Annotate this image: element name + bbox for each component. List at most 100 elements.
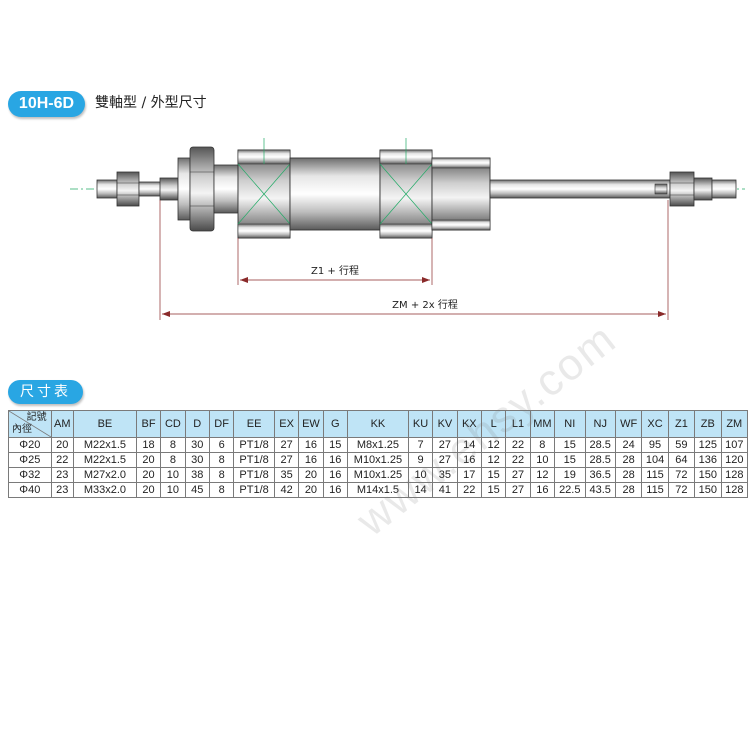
- table-cell: M22x1.5: [72, 452, 137, 468]
- table-cell: 10: [160, 482, 186, 498]
- table-cell: 24: [614, 437, 643, 453]
- column-header: BE: [72, 410, 137, 438]
- right-nut: [669, 171, 695, 207]
- table-cell: 18: [135, 437, 162, 453]
- table-cell: 107: [720, 437, 749, 453]
- table-cell: 15: [554, 452, 586, 468]
- table-cell: 16: [322, 452, 348, 468]
- table-cell: 28: [614, 452, 643, 468]
- table-cell: 150: [694, 467, 722, 483]
- dim-label-zm: ZM + 2x 行程: [392, 298, 458, 311]
- column-header: AM: [50, 410, 74, 438]
- table-cell: 15: [322, 437, 348, 453]
- table-cell: 10: [529, 452, 556, 468]
- column-header: DF: [208, 410, 235, 438]
- model-badge: 10H-6D: [8, 91, 85, 117]
- table-cell: 23: [50, 482, 74, 498]
- table-cell: 8: [208, 482, 235, 498]
- table-cell: 16: [322, 482, 348, 498]
- table-cell: 20: [135, 482, 162, 498]
- table-cell: 36.5: [584, 467, 616, 483]
- table-cell: 23: [50, 467, 74, 483]
- table-cell: 20: [135, 467, 162, 483]
- table-cell: PT1/8: [233, 467, 275, 483]
- table-cell: 8: [160, 452, 186, 468]
- section-title: 尺寸表: [8, 380, 83, 404]
- table-cell: M8x1.25: [346, 437, 409, 453]
- left-mount-nut: [189, 146, 215, 232]
- table-cell: 15: [480, 482, 507, 498]
- column-header: D: [184, 410, 210, 438]
- left-neck: [213, 164, 239, 214]
- table-cell: 72: [667, 482, 696, 498]
- table-cell: 59: [667, 437, 696, 453]
- column-header: NI: [554, 410, 586, 438]
- column-header: WF: [614, 410, 643, 438]
- table-cell: 128: [720, 467, 749, 483]
- table-cell: 28.5: [584, 437, 616, 453]
- column-header: L: [480, 410, 507, 438]
- table-cell: M22x1.5: [72, 437, 137, 453]
- table-cell: M14x1.5: [346, 482, 409, 498]
- table-cell: 125: [694, 437, 722, 453]
- table-cell: 136: [694, 452, 722, 468]
- dimension-table: 記號 內徑 AM BE BF CD D DF EE EX EW G KK KU …: [8, 410, 749, 498]
- table-cell: 22: [50, 452, 74, 468]
- column-header: KK: [346, 410, 409, 438]
- table-cell: 27: [273, 452, 300, 468]
- column-header: ZB: [694, 410, 722, 438]
- table-cell: 8: [208, 452, 235, 468]
- table-cell: 42: [273, 482, 300, 498]
- column-header: Z1: [667, 410, 696, 438]
- table-cell: 28.5: [584, 452, 616, 468]
- left-rod: [138, 181, 164, 197]
- bore-cell: Φ32: [8, 467, 52, 483]
- left-mount-plate: [177, 157, 191, 221]
- table-cell: 22: [505, 452, 531, 468]
- left-flange-washer: [159, 177, 179, 201]
- column-header: L1: [505, 410, 531, 438]
- table-cell: 27: [273, 437, 300, 453]
- table-cell: 30: [184, 452, 210, 468]
- table-cell: 16: [298, 437, 324, 453]
- bore-cell: Φ25: [8, 452, 52, 468]
- table-cell: 115: [641, 467, 669, 483]
- column-header: EE: [233, 410, 275, 438]
- table-cell: 150: [694, 482, 722, 498]
- table-cell: 22.5: [554, 482, 586, 498]
- table-cell: 27: [505, 467, 531, 483]
- corner-bottom-label: 內徑: [12, 424, 32, 435]
- table-cell: 16: [298, 452, 324, 468]
- bore-cell: Φ20: [8, 437, 52, 453]
- table-cell: 20: [135, 452, 162, 468]
- table-cell: PT1/8: [233, 482, 275, 498]
- cylinder-drawing: Z1 + 行程 ZM + 2x 行程: [70, 138, 745, 320]
- table-cell: 15: [554, 437, 586, 453]
- bore-cell: Φ40: [8, 482, 52, 498]
- table-cell: 10: [160, 467, 186, 483]
- table-cell: PT1/8: [233, 452, 275, 468]
- table-cell: 8: [160, 437, 186, 453]
- table-cell: 20: [50, 437, 74, 453]
- table-cell: 35: [273, 467, 300, 483]
- column-header: G: [322, 410, 348, 438]
- table-cell: 95: [641, 437, 669, 453]
- dim-label-z1: Z1 + 行程: [311, 264, 359, 277]
- table-cell: 41: [432, 482, 458, 498]
- table-cell: M27x2.0: [72, 467, 137, 483]
- table-cell: 30: [184, 437, 210, 453]
- table-cell: 16: [529, 482, 556, 498]
- table-cell: 20: [298, 482, 324, 498]
- table-cell: 19: [554, 467, 586, 483]
- column-header: MM: [529, 410, 556, 438]
- cylinder-tube: [289, 157, 381, 231]
- table-cell: 45: [184, 482, 210, 498]
- column-header: EW: [298, 410, 324, 438]
- table-cell: 15: [480, 467, 507, 483]
- table-cell: 28: [614, 482, 643, 498]
- table-cell: 38: [184, 467, 210, 483]
- column-header: XC: [641, 410, 669, 438]
